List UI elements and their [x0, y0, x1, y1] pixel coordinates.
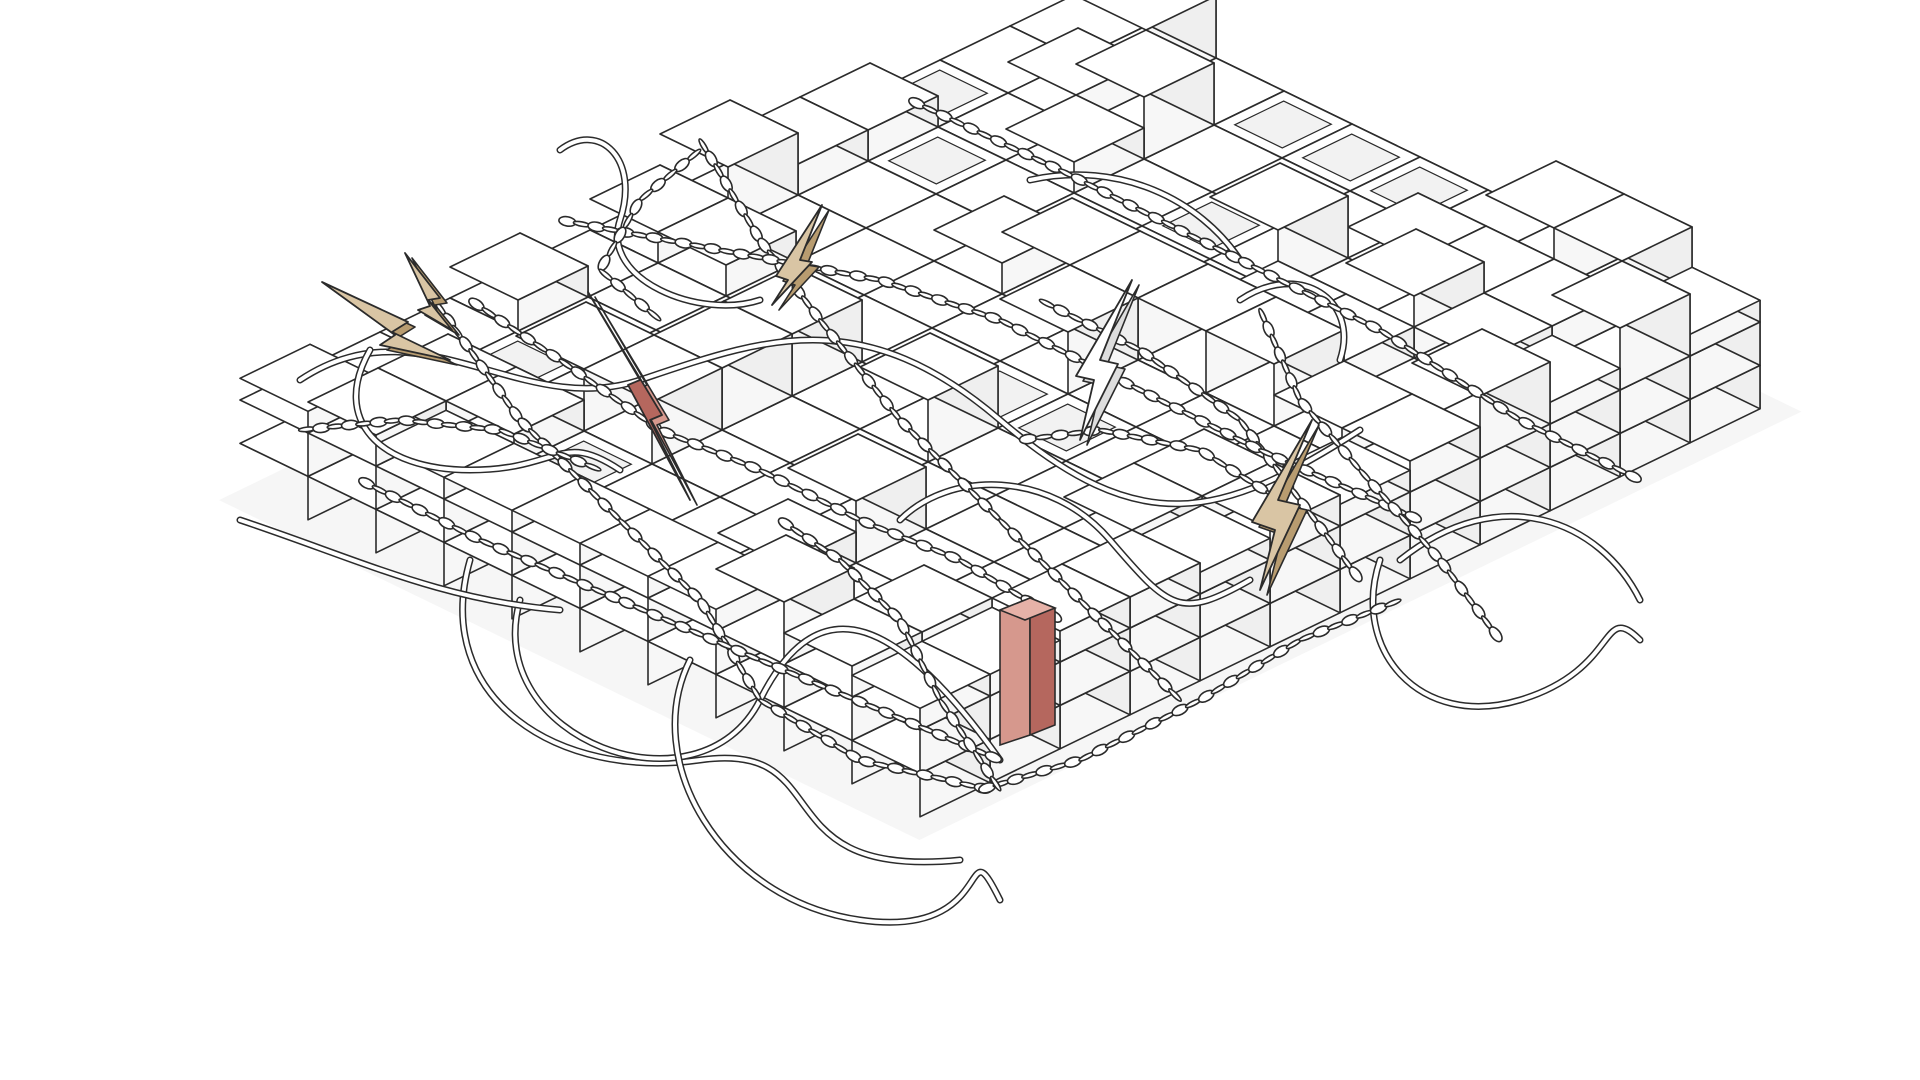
- chain-link: [1624, 470, 1642, 484]
- lightning-bolt-icon: [1075, 279, 1140, 446]
- chain-link: [584, 462, 602, 472]
- lightning-bolt-icon: [587, 291, 698, 506]
- bolt-face: [404, 252, 453, 331]
- block-face-top: [1341, 393, 1481, 462]
- block-face-top: [999, 264, 1139, 333]
- chain-link: [984, 751, 1003, 764]
- block: [1341, 393, 1481, 493]
- block: [449, 232, 589, 332]
- chain-link: [1404, 510, 1423, 524]
- block: [851, 640, 991, 731]
- lightning-bolts: [321, 204, 1320, 747]
- block-face-top: [1005, 94, 1145, 163]
- chain: [1258, 307, 1503, 643]
- post-top: [997, 597, 1058, 621]
- red-post: [997, 596, 1058, 747]
- block-face-top: [1209, 162, 1349, 231]
- chain-link: [1384, 598, 1402, 608]
- lightning-bolt-icon: [321, 281, 458, 366]
- cable: [673, 658, 1002, 925]
- chain: [978, 598, 1402, 794]
- block: [1209, 162, 1349, 293]
- block-platform: [239, 0, 1761, 818]
- recess-top: [1301, 133, 1401, 182]
- post-side: [1029, 596, 1056, 737]
- bolt-face: [321, 281, 451, 361]
- chain: [1018, 425, 1282, 502]
- block-face-top: [1345, 228, 1485, 297]
- block-recess: [1233, 100, 1333, 149]
- cable: [238, 518, 562, 612]
- chain: [468, 297, 1063, 623]
- bolt-face: [1075, 279, 1133, 441]
- cable: [513, 598, 1002, 762]
- cable: [1398, 514, 1642, 602]
- chain: [297, 415, 602, 472]
- block-recess: [1301, 133, 1401, 182]
- chain-link: [646, 308, 662, 322]
- chain: [1038, 298, 1363, 583]
- recess-top: [887, 136, 987, 185]
- lightning-bolt-icon: [404, 252, 460, 336]
- block-face-top: [1551, 260, 1691, 329]
- block-face-top: [1082, 0, 1210, 31]
- block-face-top: [1553, 193, 1693, 262]
- cable: [354, 348, 622, 473]
- chain: [777, 517, 1002, 792]
- cable: [298, 338, 1362, 506]
- block: [787, 433, 927, 564]
- bolt-face: [1251, 419, 1313, 591]
- chain-link: [1488, 626, 1503, 643]
- bolt-face: [771, 204, 823, 306]
- bolt-face: [587, 291, 691, 501]
- recess-top: [1233, 100, 1333, 149]
- block: [1551, 260, 1691, 391]
- chain: [597, 148, 702, 322]
- block-face-top: [657, 197, 797, 266]
- block-face-top: [787, 433, 927, 502]
- block-face-top: [1075, 29, 1215, 98]
- block: [1411, 328, 1551, 459]
- block-recess: [887, 136, 987, 185]
- cable-bundle: [236, 136, 1644, 926]
- block-face-top: [449, 232, 589, 301]
- chain-link: [989, 775, 1002, 792]
- block: [1075, 29, 1215, 160]
- cable: [558, 137, 762, 308]
- block-face-top: [1411, 328, 1551, 397]
- chain-link: [1348, 566, 1363, 583]
- block: [1005, 94, 1145, 194]
- cable: [1371, 558, 1642, 709]
- lightning-bolt-icon: [1251, 419, 1320, 596]
- cable: [1028, 172, 1242, 262]
- cable: [460, 558, 962, 864]
- chain-link: [1167, 687, 1183, 703]
- block: [659, 99, 799, 230]
- lightning-bolt-icon: [771, 204, 830, 311]
- chain: [908, 96, 1642, 484]
- chain-network: [297, 96, 1642, 794]
- cable: [1238, 281, 1346, 362]
- cable: [898, 482, 1252, 606]
